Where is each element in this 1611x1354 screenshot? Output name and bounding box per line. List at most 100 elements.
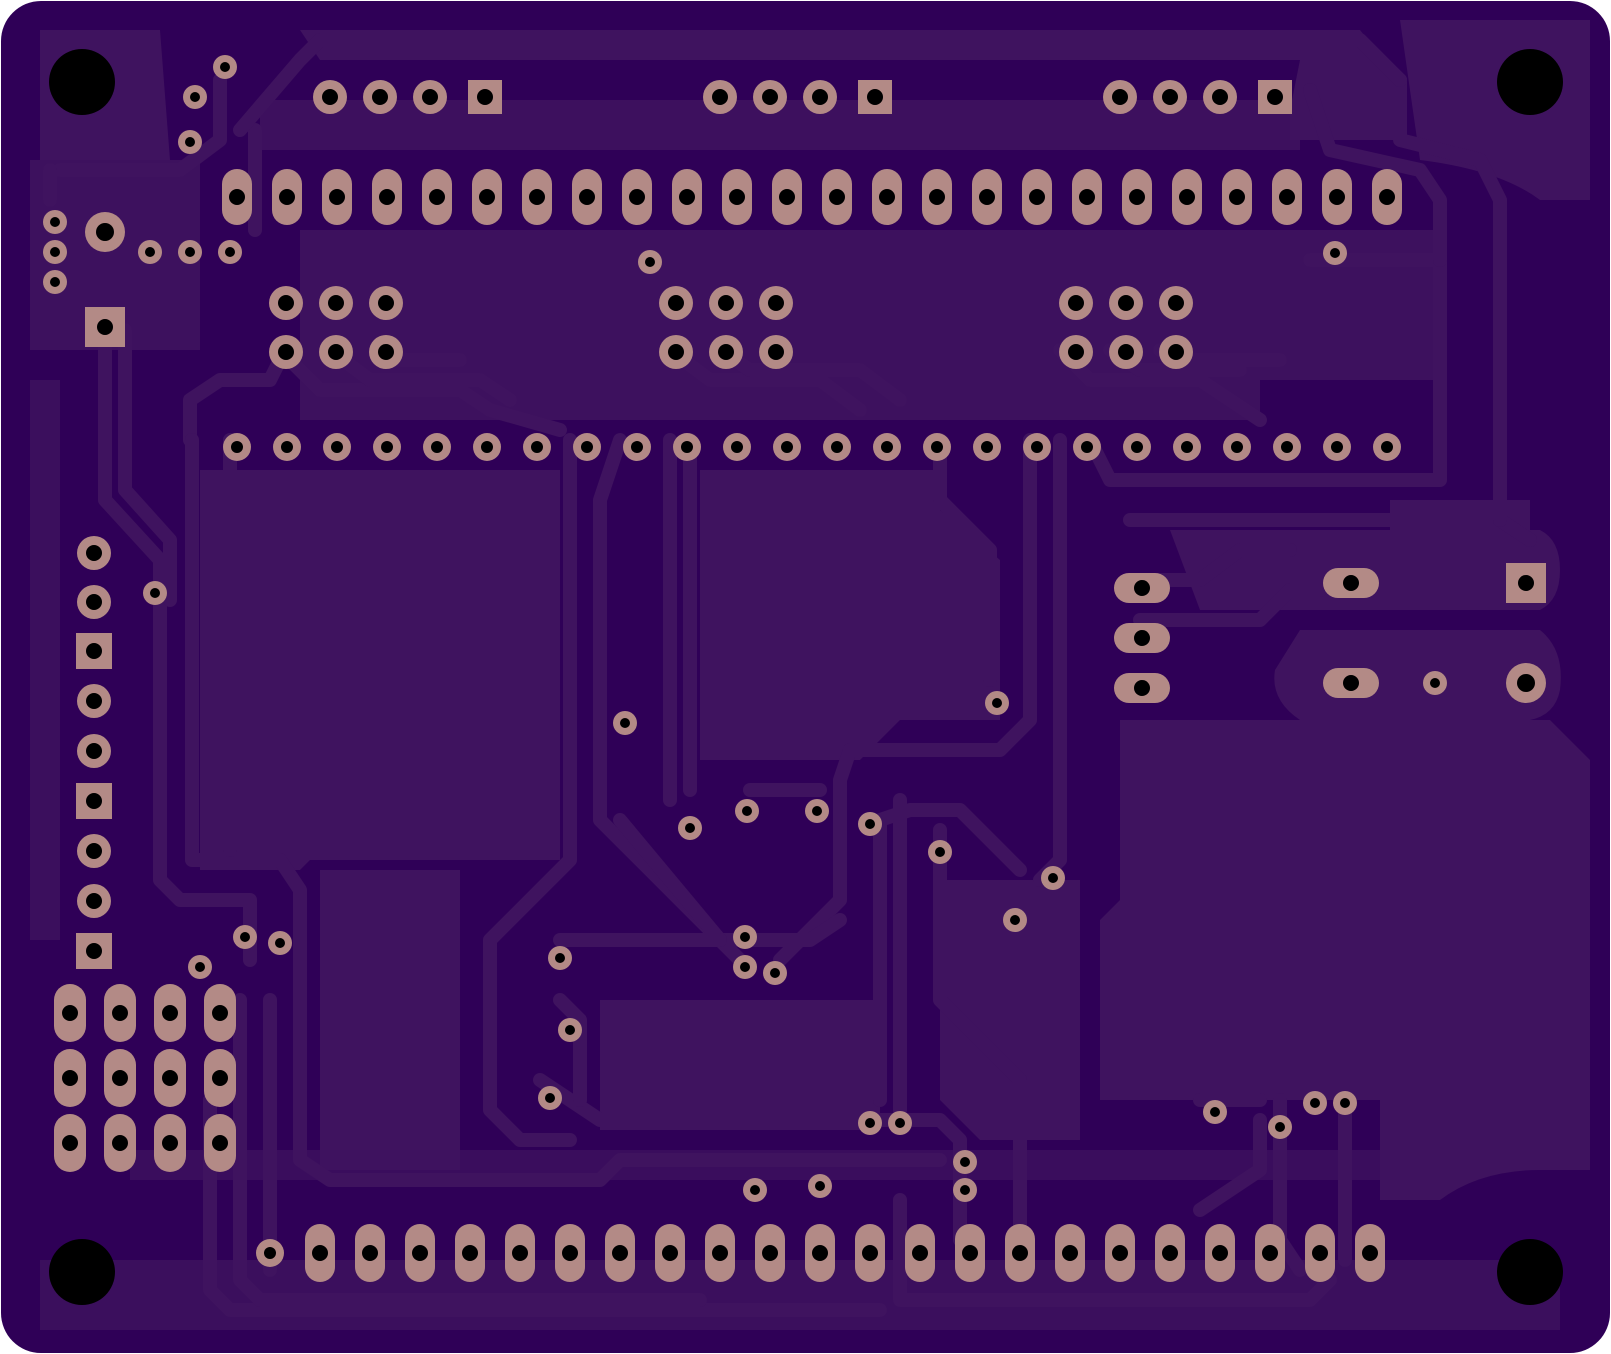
pad-hole	[1134, 680, 1150, 696]
trace	[1133, 583, 1327, 627]
pad-hole	[862, 1245, 878, 1261]
pad-hole	[1343, 575, 1359, 591]
pad-hole	[981, 441, 993, 453]
pad-hole	[97, 319, 113, 335]
pad-hole	[264, 1247, 276, 1259]
pad-hole	[1118, 295, 1134, 311]
pad-hole	[1118, 344, 1134, 360]
pad-hole	[679, 189, 695, 205]
pad-hole	[1162, 89, 1178, 105]
pad-hole	[86, 545, 102, 561]
via-hole	[545, 1093, 555, 1103]
pad-hole	[86, 893, 102, 909]
via-hole	[1330, 248, 1340, 258]
via-hole	[50, 247, 60, 257]
pad-hole	[879, 189, 895, 205]
pad-hole	[378, 295, 394, 311]
pad-hole	[1068, 344, 1084, 360]
via-hole	[960, 1185, 970, 1195]
trace	[1193, 1113, 1267, 1217]
pad-hole	[768, 344, 784, 360]
pad-hole	[1312, 1245, 1328, 1261]
via-hole	[935, 847, 945, 857]
pad-hole	[1068, 295, 1084, 311]
pad-hole	[62, 1070, 78, 1086]
pad-hole	[162, 1005, 178, 1021]
via-hole	[740, 962, 750, 972]
via-hole	[565, 1025, 575, 1035]
mounting-hole-icon	[1497, 49, 1563, 115]
pad-hole	[86, 843, 102, 859]
pad-hole	[1134, 630, 1150, 646]
pad-hole	[1081, 441, 1093, 453]
pad-hole	[1231, 441, 1243, 453]
trace	[613, 813, 847, 947]
via-hole	[812, 806, 822, 816]
pad-hole	[629, 189, 645, 205]
pad-hole	[1134, 580, 1150, 596]
pad-hole	[718, 295, 734, 311]
via-hole	[1048, 873, 1058, 883]
trace	[773, 433, 1037, 967]
via-hole	[1010, 915, 1020, 925]
pad-hole	[328, 295, 344, 311]
mounting-hole-icon	[49, 1239, 115, 1305]
pad-hole	[831, 441, 843, 453]
trace	[183, 353, 287, 447]
pad-hole	[362, 1245, 378, 1261]
pad-hole	[762, 89, 778, 105]
pad-hole	[1031, 441, 1043, 453]
pad-hole	[867, 89, 883, 105]
pad-hole	[1212, 89, 1228, 105]
pad-hole	[162, 1135, 178, 1151]
pad-hole	[381, 441, 393, 453]
trace	[118, 323, 177, 607]
via-hole	[895, 1118, 905, 1128]
trace	[185, 433, 947, 1187]
pad-hole	[531, 441, 543, 453]
pad-hole	[212, 1070, 228, 1086]
pad-hole	[86, 693, 102, 709]
pad-hole	[1229, 189, 1245, 205]
via-hole	[1210, 1107, 1220, 1117]
via-hole	[740, 932, 750, 942]
pad-hole	[812, 1245, 828, 1261]
pad-hole	[529, 189, 545, 205]
pad-hole	[86, 743, 102, 759]
pad-hole	[462, 1245, 478, 1261]
pad-hole	[1029, 189, 1045, 205]
via-hole	[685, 823, 695, 833]
via-hole	[865, 1118, 875, 1128]
via-hole	[750, 1185, 760, 1195]
via-hole	[275, 938, 285, 948]
pad-hole	[1331, 441, 1343, 453]
pads-layer	[43, 55, 1546, 1282]
pad-hole	[1168, 344, 1184, 360]
trace	[893, 1193, 1337, 1307]
pad-hole	[712, 1245, 728, 1261]
pad-hole	[481, 441, 493, 453]
pad-hole	[881, 441, 893, 453]
pad-hole	[431, 441, 443, 453]
trace	[933, 433, 997, 687]
trace	[1133, 543, 1297, 587]
pad-hole	[962, 1245, 978, 1261]
pad-hole	[562, 1245, 578, 1261]
via-hole	[1275, 1122, 1285, 1132]
pad-hole	[681, 441, 693, 453]
pad-hole	[477, 89, 493, 105]
pad-hole	[712, 89, 728, 105]
pad-hole	[931, 441, 943, 453]
pad-hole	[781, 441, 793, 453]
pad-hole	[331, 441, 343, 453]
pad-hole	[662, 1245, 678, 1261]
pad-hole	[631, 441, 643, 453]
pad-hole	[512, 1245, 528, 1261]
via-hole	[240, 932, 250, 942]
pad-hole	[829, 189, 845, 205]
trace	[233, 993, 707, 1307]
pad-hole	[1179, 189, 1195, 205]
pad-hole	[329, 189, 345, 205]
trace	[933, 823, 1027, 1247]
